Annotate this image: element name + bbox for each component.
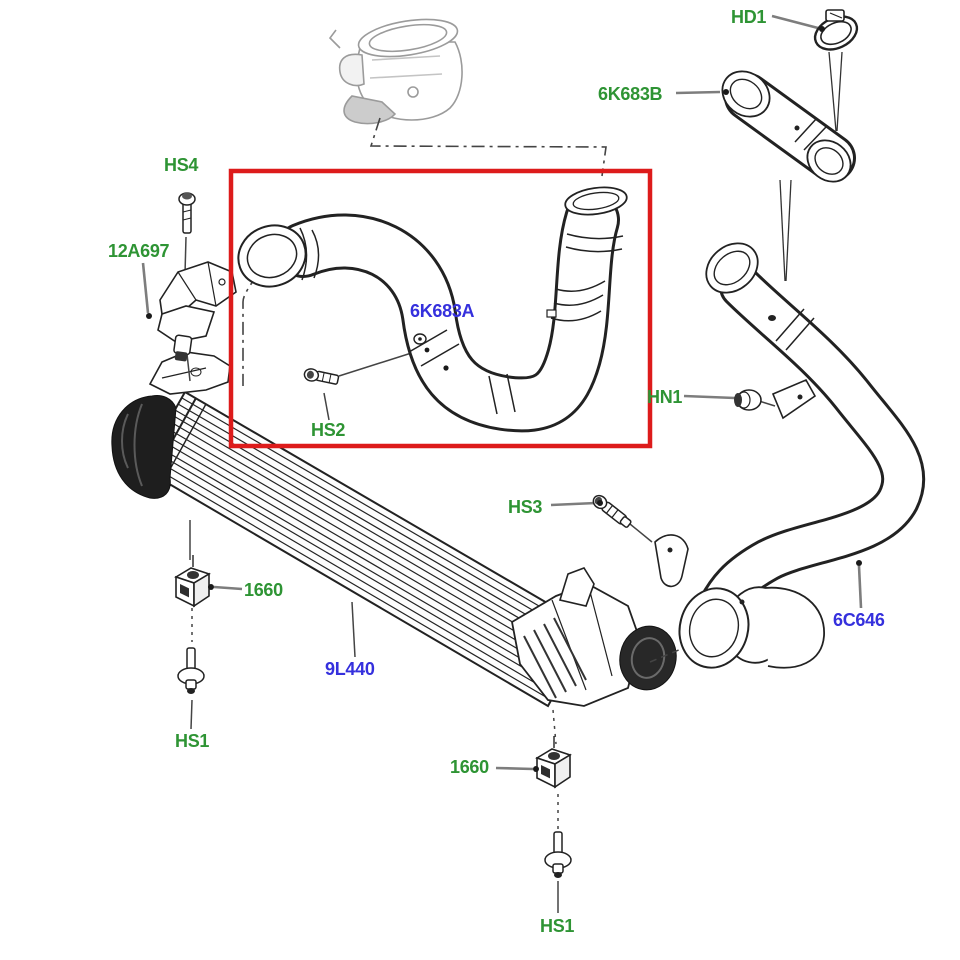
nut-HN1-drawing — [734, 378, 817, 420]
part-label-intercooler-9l440[interactable]: 9L440 — [325, 659, 375, 679]
bolt-HS4-drawing — [178, 192, 196, 234]
throttle-body-ghost-drawing — [328, 18, 463, 125]
part-label-bracket-12a697[interactable]: 12A697 — [108, 241, 170, 261]
nut-1660-bottom-drawing — [536, 735, 571, 788]
part-label-hose-6k683a[interactable]: 6K683A — [410, 301, 475, 321]
hose-6K683A-drawing — [237, 186, 628, 433]
assembly-pointer-lines — [779, 51, 843, 282]
bolt-HS1-bottom-drawing — [544, 831, 572, 879]
part-label-nut-1660-left[interactable]: 1660 — [244, 580, 283, 600]
part-label-hd1[interactable]: HD1 — [731, 7, 767, 27]
part-label-hs1-left[interactable]: HS1 — [175, 731, 210, 751]
part-label-hn1[interactable]: HN1 — [647, 387, 683, 407]
leader-lines — [141, 14, 863, 771]
hose-6K683B-drawing — [721, 70, 856, 183]
part-label-hs3[interactable]: HS3 — [508, 497, 543, 517]
bolt-HS1-left-drawing — [177, 647, 205, 695]
bracket-12A697-drawing — [157, 261, 237, 362]
part-label-hose-6k683b[interactable]: 6K683B — [598, 84, 663, 104]
part-label-hs1-bottom[interactable]: HS1 — [540, 916, 575, 936]
part-label-hose-6c646[interactable]: 6C646 — [833, 610, 885, 630]
part-label-hs2[interactable]: HS2 — [311, 420, 346, 440]
part-label-nut-1660-bottom[interactable]: 1660 — [450, 757, 489, 777]
leader-end-dots — [146, 26, 862, 772]
bolt-HS3-drawing — [592, 494, 689, 588]
highlight-box — [228, 168, 653, 449]
clamp-HD1-drawing — [813, 9, 859, 51]
intercooler-drawing — [111, 351, 677, 708]
bracket-hs3 — [654, 534, 689, 588]
bolt-HS2-drawing — [303, 368, 340, 385]
part-label-hs4[interactable]: HS4 — [164, 155, 199, 175]
hose-6C646-drawing — [678, 242, 926, 669]
nut-1660-left-drawing — [175, 554, 210, 607]
